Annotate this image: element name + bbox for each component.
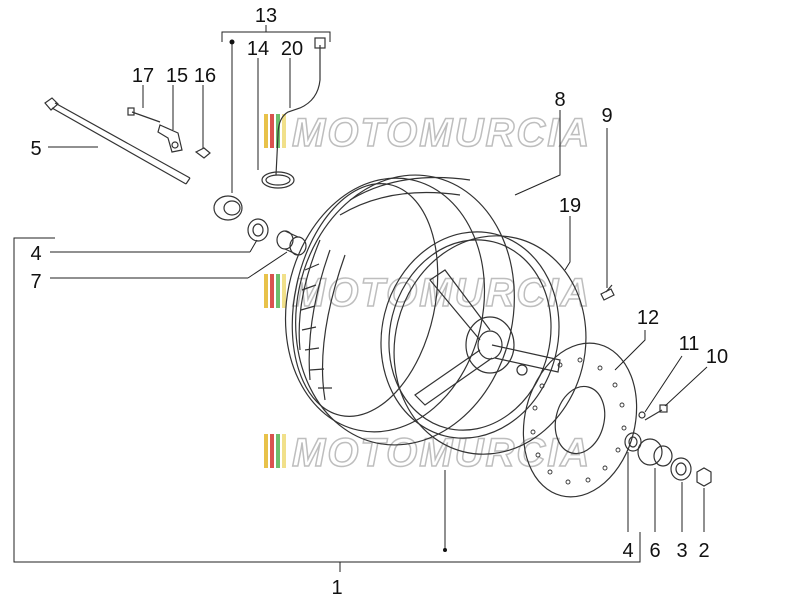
seal-part-3 [670,457,692,481]
nut-part-16 [194,147,211,159]
bearing-part-4-left [247,218,269,242]
ring-part-14 [261,171,295,189]
axle-part-5 [44,97,191,185]
screw-part-17 [127,107,161,123]
valve-part-9 [600,284,615,301]
bracket-part-15 [157,124,183,153]
leader-lines [13,25,708,572]
washer-part-11 [638,411,646,419]
callout-10: 10 [706,346,728,368]
callout-4-right: 4 [622,540,633,562]
tyre-part-8 [284,174,515,446]
callout-11: 11 [679,333,700,355]
spacer-part-6 [637,438,673,467]
callout-3: 3 [676,540,687,562]
watermark-bottom: MOTOMURCIA [264,430,591,476]
callout-7: 7 [30,271,41,293]
callout-6: 6 [649,540,660,562]
callout-8: 8 [554,89,565,111]
callout-15: 15 [166,65,188,87]
callout-13: 13 [255,5,277,27]
callout-20: 20 [281,38,303,60]
speedo-drive-part-13 [213,195,243,221]
spacer-part-7 [276,230,307,256]
callout-labels: 1 2 3 4 4 5 6 7 8 9 10 11 12 13 14 15 16… [30,5,728,599]
watermark-text-bottom: MOTOMURCIA [292,431,591,475]
callout-4-left: 4 [30,243,41,265]
callout-5: 5 [30,138,41,160]
callout-19: 19 [559,195,581,217]
bearing-part-4-right [624,432,642,452]
watermark-top: MOTOMURCIA [264,110,591,156]
speedo-cable-part-20 [275,37,326,176]
watermark-text-top: MOTOMURCIA [292,111,591,155]
rim-wheel [380,231,587,455]
callout-9: 9 [601,105,612,127]
callout-1: 1 [331,577,342,599]
watermark-text-middle: MOTOMURCIA [292,271,591,315]
brake-disc-part-12 [522,342,638,498]
callout-14: 14 [247,38,269,60]
callout-17: 17 [132,65,154,87]
callout-16: 16 [194,65,216,87]
watermark-middle: MOTOMURCIA [264,270,591,316]
bolt-part-10 [644,404,668,421]
nut-part-2 [696,467,712,487]
callout-2: 2 [698,540,709,562]
callout-12: 12 [637,307,659,329]
